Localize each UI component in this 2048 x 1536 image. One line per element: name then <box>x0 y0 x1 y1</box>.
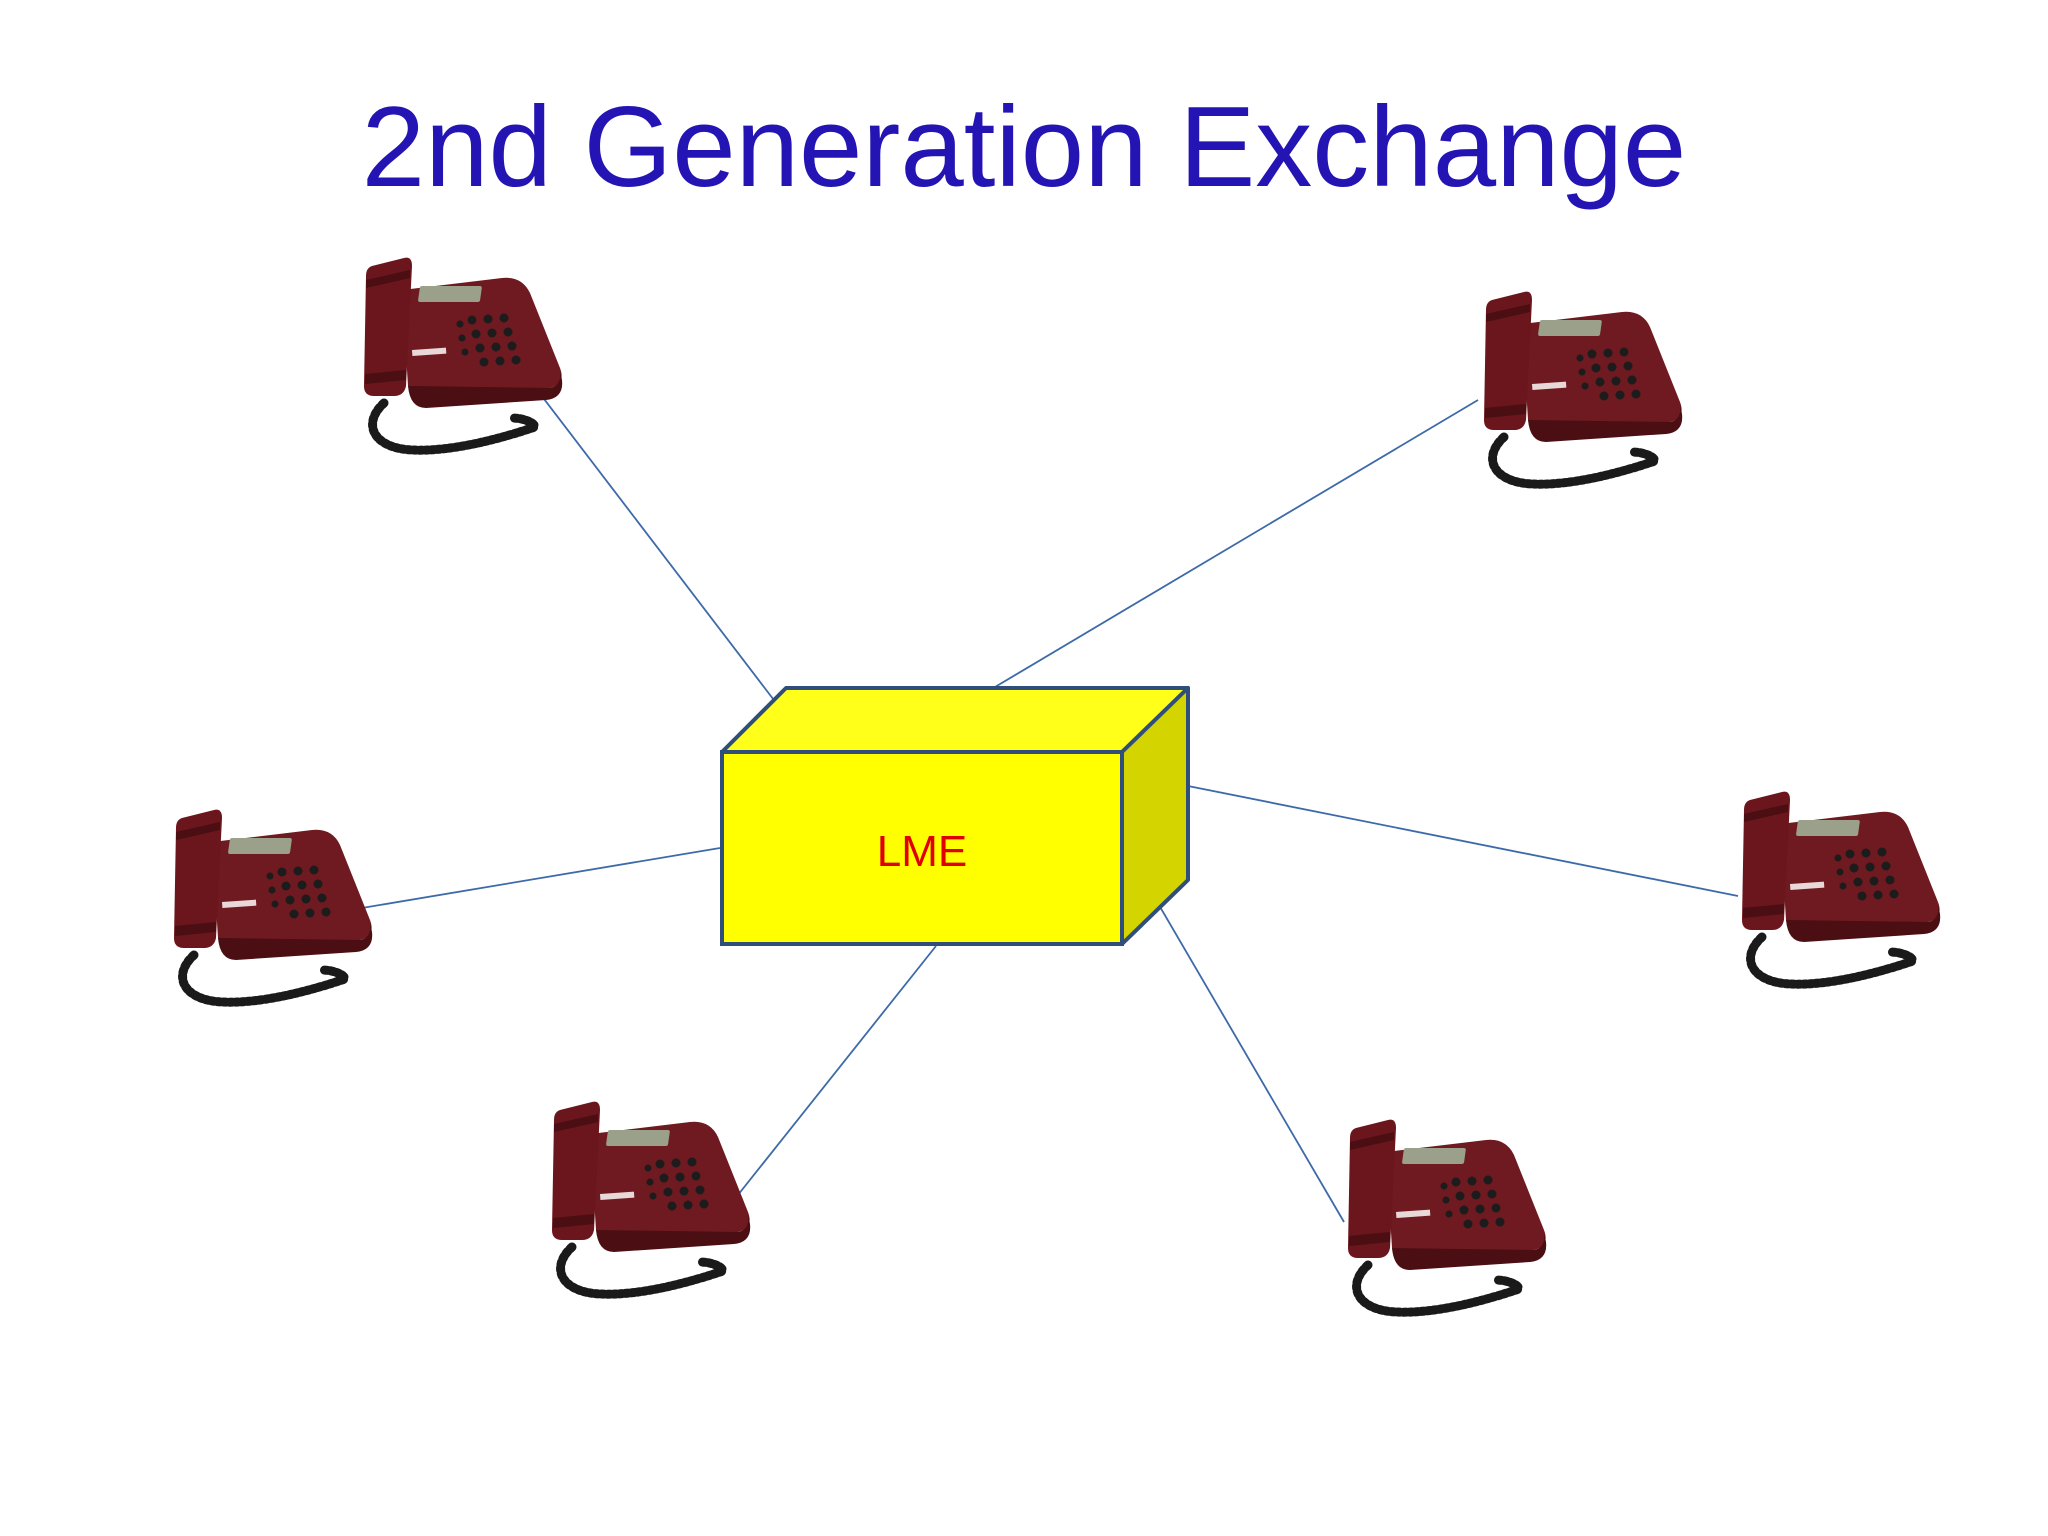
line-to-top-left-phone <box>527 377 781 709</box>
phone-middle-left-icon <box>174 810 372 1003</box>
exchange-box-front <box>720 750 1124 946</box>
phone-bottom-left-icon <box>552 1102 750 1295</box>
connection-lines <box>349 377 1739 1223</box>
phone-bottom-right-icon <box>1348 1120 1546 1313</box>
exchange-box: LME <box>720 686 1190 946</box>
line-to-bottom-left-phone <box>725 945 937 1211</box>
line-to-middle-left-phone <box>349 847 721 911</box>
exchange-box-top <box>720 686 1190 754</box>
line-to-middle-right-phone <box>1187 785 1739 897</box>
line-to-bottom-right-phone <box>1127 851 1345 1223</box>
phone-top-right-icon <box>1484 292 1682 485</box>
phone-top-left-icon <box>364 258 562 451</box>
line-to-top-right-phone <box>989 399 1479 691</box>
phone-middle-right-icon <box>1742 792 1940 985</box>
slide-title: 2nd Generation Exchange <box>361 84 1687 211</box>
exchange-label: LME <box>877 827 967 876</box>
